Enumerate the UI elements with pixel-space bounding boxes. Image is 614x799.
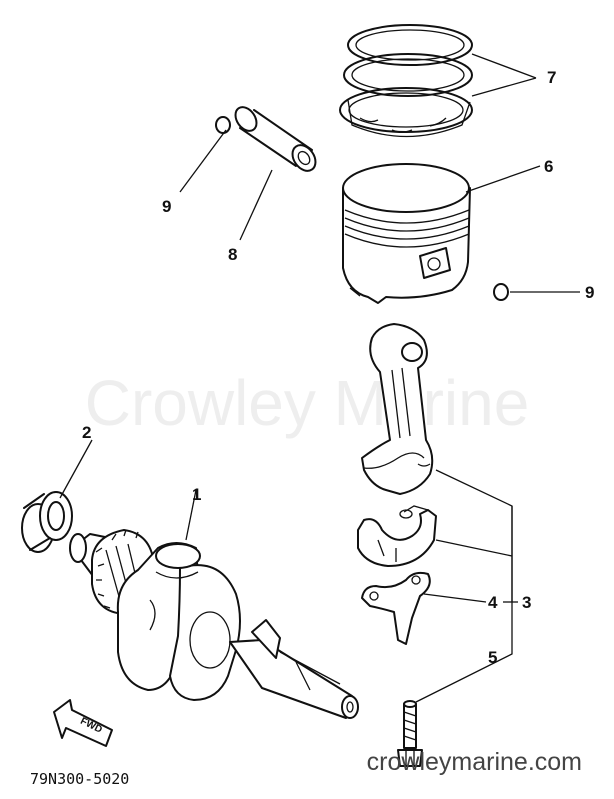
rod-bearing-cap[interactable] — [357, 505, 437, 567]
callout-2: 2 — [82, 423, 91, 442]
connecting-rod[interactable] — [361, 323, 434, 495]
circlip-left[interactable] — [215, 116, 231, 134]
crankshaft[interactable] — [69, 529, 359, 719]
callout-4: 4 — [488, 593, 498, 612]
piston[interactable] — [342, 163, 471, 304]
callout-9-left: 9 — [162, 197, 171, 216]
callout-1: 1 — [192, 485, 201, 504]
forward-arrow-icon: FWD — [53, 699, 113, 747]
watermark: Crowley Marine — [85, 367, 530, 439]
callout-5: 5 — [488, 648, 497, 667]
rod-bolt[interactable] — [397, 700, 423, 767]
crank-bearing[interactable] — [21, 491, 74, 553]
callout-7: 7 — [547, 68, 556, 87]
lock-plate[interactable] — [361, 571, 431, 645]
callout-3: 3 — [522, 593, 531, 612]
circlip-right[interactable] — [493, 283, 509, 301]
diagram-code: 79N300-5020 — [30, 770, 129, 788]
callout-8: 8 — [228, 245, 237, 264]
website-url[interactable]: crowleymarine.com — [367, 748, 582, 776]
leader-lines — [59, 53, 580, 703]
callout-6: 6 — [544, 157, 553, 176]
callout-9-right: 9 — [585, 283, 594, 302]
piston-rings[interactable] — [339, 24, 473, 138]
piston-pin[interactable] — [231, 103, 320, 175]
